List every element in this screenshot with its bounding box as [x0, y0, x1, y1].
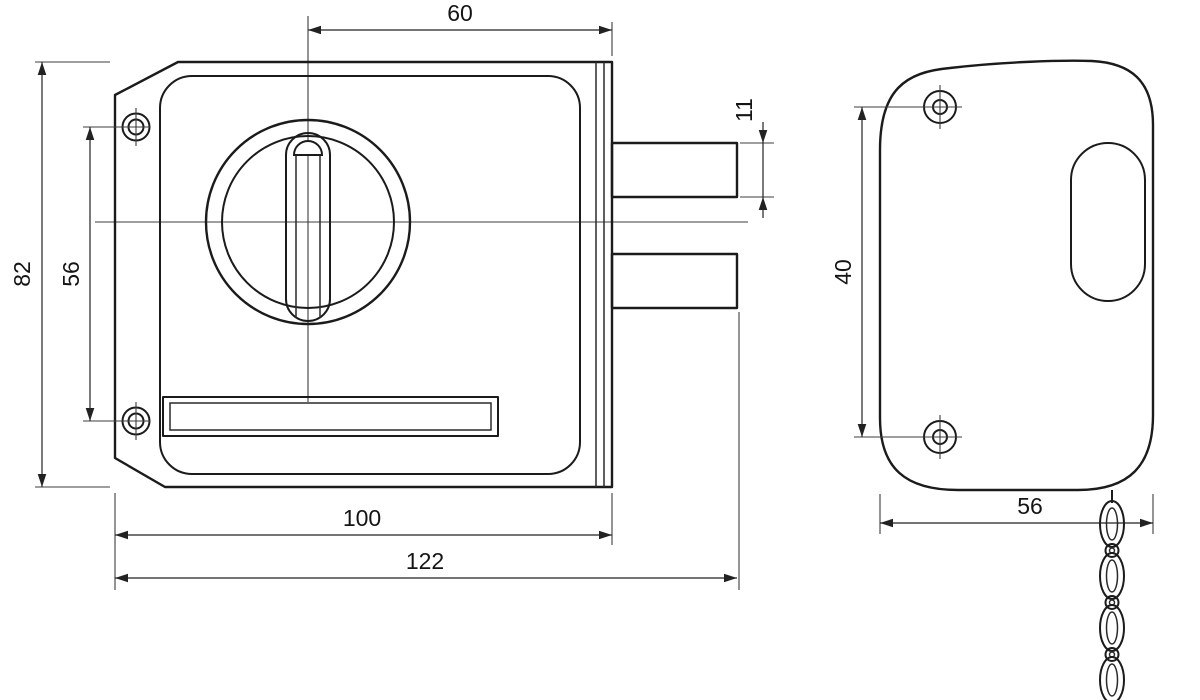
dim-label-11: 11 — [731, 98, 757, 122]
front-view-centerlines — [95, 16, 748, 402]
dim-label-56-keeper: 56 — [1017, 493, 1043, 519]
dim-label-60: 60 — [447, 0, 473, 26]
knob-outer-circle — [204, 118, 412, 326]
front-view-dimensions: 60 11 82 56 — [9, 0, 774, 590]
keeper-view-dimensions: 40 56 — [830, 106, 1154, 534]
chain-link — [1099, 500, 1125, 548]
chain-link — [1099, 552, 1125, 600]
bottom-slot — [162, 396, 499, 437]
bolt-lower — [610, 252, 739, 310]
dim-label-82: 82 — [9, 261, 35, 287]
keeper-outline — [878, 59, 1155, 492]
dim-front-top-width: 60 — [308, 0, 613, 56]
lock-case — [159, 75, 581, 475]
dim-front-total-width: 122 — [115, 312, 740, 590]
security-chain — [1099, 490, 1125, 700]
keeper-oval-slot — [1070, 142, 1146, 302]
dim-label-122: 122 — [406, 548, 444, 574]
dim-label-40: 40 — [830, 259, 856, 285]
dim-front-hole-spacing: 56 — [58, 126, 150, 422]
dim-keeper-width: 56 — [879, 493, 1154, 534]
dim-front-case-width: 100 — [114, 493, 613, 590]
knob-inner-circle — [221, 135, 395, 309]
dim-bolt-thickness: 11 — [731, 98, 774, 218]
backplate-outline — [113, 60, 614, 489]
dim-keeper-hole-spacing: 40 — [830, 106, 962, 438]
dim-label-56-front: 56 — [58, 261, 84, 287]
chain-link — [1099, 604, 1125, 652]
front-view — [113, 60, 739, 489]
chain-link — [1099, 656, 1125, 700]
keeper-view — [878, 59, 1155, 700]
thumb-turn — [285, 132, 331, 322]
dim-label-100: 100 — [343, 505, 381, 531]
bolt-upper — [610, 141, 739, 199]
dim-front-height: 82 — [9, 61, 110, 488]
thumb-turn-notch — [292, 140, 324, 156]
